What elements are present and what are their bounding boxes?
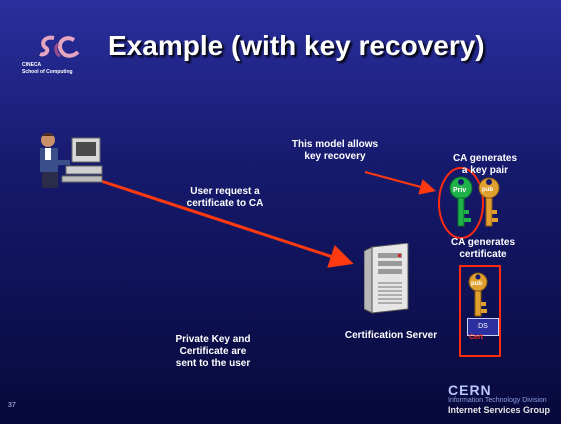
private-key-label: Priv [453,187,467,194]
slide-number: 37 [8,402,16,409]
cern-logo: CERN Information Technology Division Int… [448,383,560,419]
caption-ca-keypair: CA generates a key pair [452,153,518,176]
public-key-icon: pub [477,176,501,230]
recovery-arrow [364,171,436,195]
private-key-icon: Priv [448,176,474,230]
recovery-highlight-circle [438,167,484,239]
logo-line2: School of Computing [22,69,73,75]
caption-private-key-sent: Private Key and Certificate are sent to … [175,334,251,369]
school-logo: CINECA School of Computing [22,34,88,78]
certificate-label: Cert [469,334,484,341]
caption-user-request: User request a certificate to CA [186,186,264,209]
user-computer-icon [36,130,106,192]
certificate-signature: DS [467,318,499,336]
cern-group: Internet Services Group [448,405,551,415]
request-arrow [97,178,354,268]
csc-logo-icon [39,35,80,58]
public-key-label: pub [482,187,493,193]
logo-line1: CINECA [22,62,42,68]
slide-title: Example (with key recovery) [108,30,485,61]
certificate-pub-label: pub [471,281,482,287]
certificate-box [459,265,501,357]
cern-text: CERN [448,382,492,398]
caption-ca-certificate: CA generates certificate [450,237,516,260]
caption-key-recovery: This model allows key recovery [291,139,379,162]
cern-division: Information Technology Division [448,397,547,404]
certificate-pub-key-icon: pub [467,272,489,318]
caption-certification-server: Certification Server [344,330,438,341]
certification-server-icon [363,242,414,315]
